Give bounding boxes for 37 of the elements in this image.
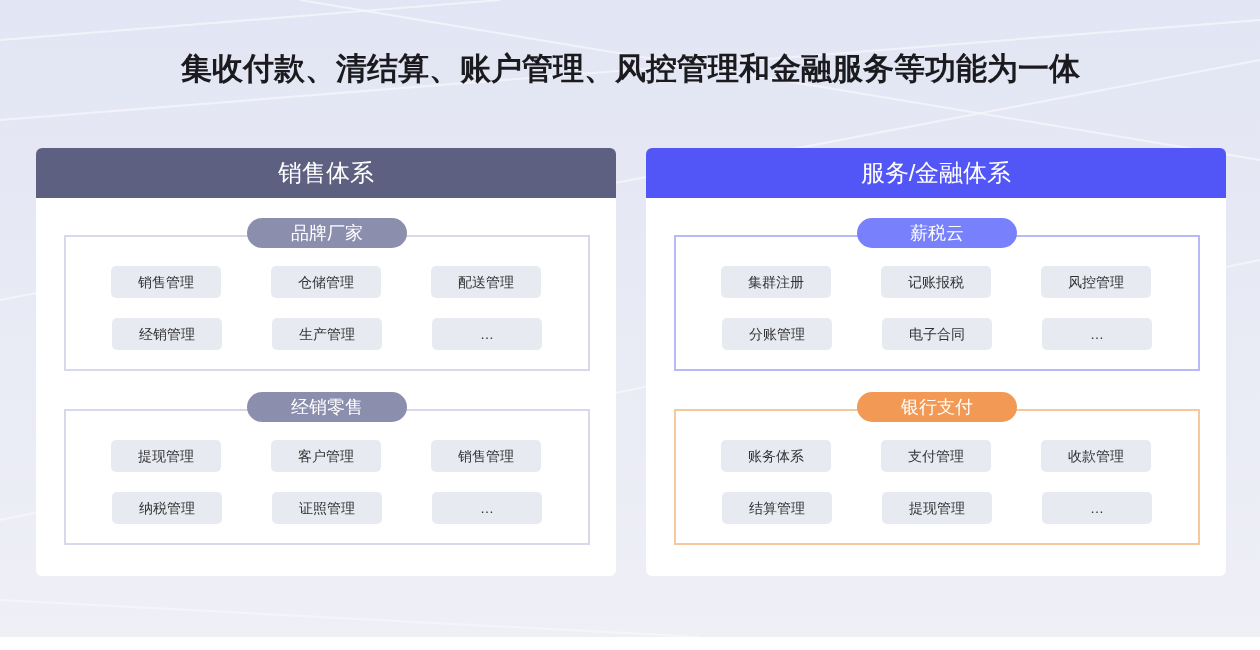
title: 集收付款、清结算、账户管理、风控管理和金融服务等功能为一体 — [179, 50, 1081, 88]
function-item: … — [432, 318, 542, 350]
function-item: 支付管理 — [881, 440, 991, 472]
function-item: 销售管理 — [431, 440, 541, 472]
function-item: 客户管理 — [271, 440, 381, 472]
function-item: 纳税管理 — [112, 492, 222, 524]
group-title: 品牌厂家 — [247, 218, 407, 248]
function-item: 集群注册 — [721, 266, 831, 298]
function-item: … — [1042, 318, 1152, 350]
function-group — [674, 392, 1200, 545]
function-item: 配送管理 — [431, 266, 541, 298]
function-item: 电子合同 — [882, 318, 992, 350]
function-item: 销售管理 — [111, 266, 221, 298]
function-item: 仓储管理 — [271, 266, 381, 298]
group-title: 经销零售 — [247, 392, 407, 422]
function-group — [674, 218, 1200, 371]
function-item: … — [432, 492, 542, 524]
function-item: 账务体系 — [721, 440, 831, 472]
function-group — [64, 392, 590, 545]
function-item: 分账管理 — [722, 318, 832, 350]
function-item: 经销管理 — [112, 318, 222, 350]
system-panel — [646, 148, 1226, 576]
function-item: 结算管理 — [722, 492, 832, 524]
function-item: 风控管理 — [1041, 266, 1151, 298]
function-item: 生产管理 — [272, 318, 382, 350]
function-item: … — [1042, 492, 1152, 524]
function-item: 提现管理 — [882, 492, 992, 524]
system-panel — [36, 148, 616, 576]
panel-header: 销售体系 — [36, 148, 616, 198]
group-title: 银行支付 — [857, 392, 1017, 422]
function-group — [64, 218, 590, 371]
panel-header: 服务/金融体系 — [646, 148, 1226, 198]
group-title: 薪税云 — [857, 218, 1017, 248]
function-item: 提现管理 — [111, 440, 221, 472]
function-item: 记账报税 — [881, 266, 991, 298]
function-item: 收款管理 — [1041, 440, 1151, 472]
function-item: 证照管理 — [272, 492, 382, 524]
